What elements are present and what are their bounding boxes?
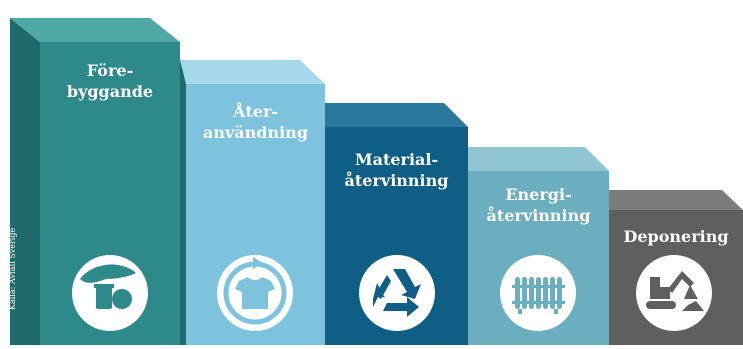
tshirt-reuse-icon [217,255,293,331]
step-label-ateranvandning: Åter- användning [186,101,325,143]
radiator-icon [500,255,576,331]
excavator-icon [636,255,712,331]
recycle-icon [359,255,435,331]
step-label-energiatervinning: Energi- återvinning [468,184,609,226]
source-credit: Källa: Avfall Sverige [8,227,17,310]
step-label-deponering: Deponering [609,226,743,247]
step-top [180,60,325,84]
step-label-forebyggande: Före- byggande [40,60,180,102]
step-label-line: Energi- [505,185,572,204]
step-side-edge [180,60,186,345]
step-label-line: användning [202,123,308,142]
step-label-line: Material- [354,150,439,169]
step-label-line: Före- [86,61,134,80]
step-label-line: byggande [66,82,154,101]
step-label-line: Deponering [623,227,729,246]
step-top [468,147,609,171]
step-top [325,103,468,127]
step-label-materialatervinning: Material- återvinning [325,149,468,191]
prism-left-top [10,18,180,42]
step-label-line: återvinning [486,206,591,225]
step-top [609,190,743,210]
step-label-line: Åter- [232,102,279,121]
prism-left-side [10,18,40,345]
step-label-line: återvinning [344,171,449,190]
hand-with-trash-icon [72,255,148,331]
